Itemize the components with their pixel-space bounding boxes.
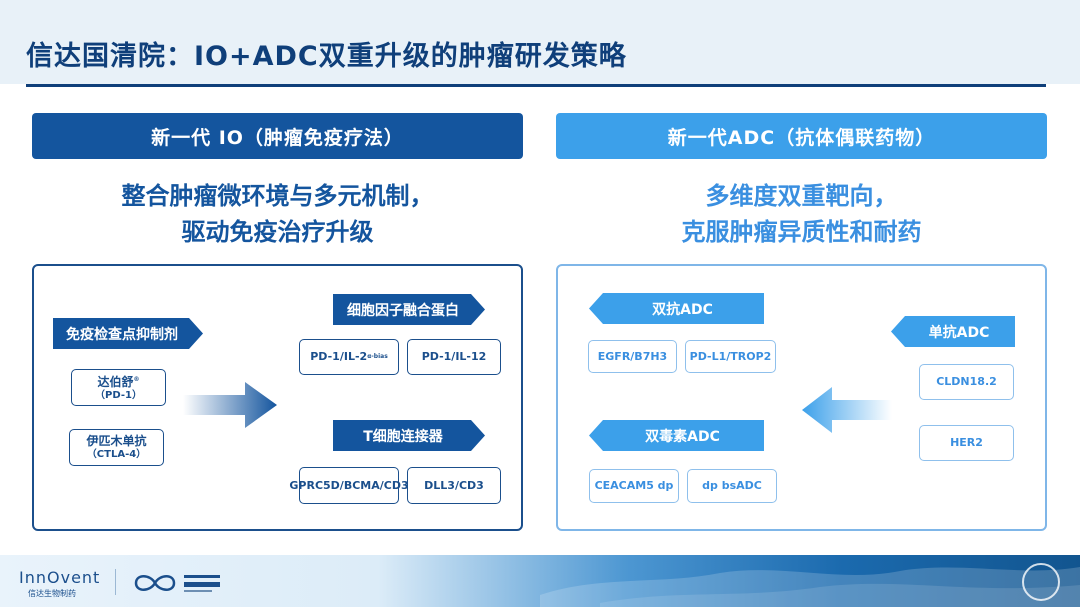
adc-subtitle-line2: 克服肿瘤异质性和耐药	[681, 218, 922, 246]
cytokine-fusion-tag: 细胞因子融合蛋白	[333, 294, 485, 325]
dual-payload-item-bsadc: dp bsADC	[687, 469, 777, 503]
drug2-name: 伊匹木单抗	[86, 433, 147, 448]
t-cell-engager-tag: T细胞连接器	[333, 420, 485, 451]
io-panel	[32, 264, 523, 531]
mono-item-cldn18: CLDN18.2	[919, 364, 1014, 400]
engager-item-gprc5d: GPRC5D/BCMA/CD3	[289, 467, 409, 504]
drug1-target: （PD-1）	[95, 389, 142, 401]
drug-card-ipilimumab: 伊匹木单抗 （CTLA-4）	[69, 429, 164, 466]
dual-payload-item-ceacam5: CEACAM5 dp	[589, 469, 679, 503]
seal-emblem	[1022, 563, 1060, 601]
drug-card-tislelizumab: 达伯舒® （PD-1）	[71, 369, 166, 406]
page-title: 信达国清院：IO+ADC双重升级的肿瘤研发策略	[26, 41, 627, 72]
adc-subtitle-line1: 多维度双重靶向，	[705, 182, 898, 210]
io-subtitle-line1: 整合肿瘤微环境与多元机制，	[121, 182, 434, 210]
adc-panel	[556, 264, 1047, 531]
title-bar	[0, 0, 1080, 84]
bispecific-item-pdl1-trop2: PD-L1/TROP2	[685, 340, 776, 373]
right-arrow-icon	[183, 382, 277, 428]
footer-divider	[115, 569, 116, 595]
adc-column-header: 新一代ADC（抗体偶联药物）	[556, 113, 1047, 159]
company-brand-sub: 信达生物制药	[28, 589, 76, 598]
mono-adc-tag: 单抗ADC	[891, 316, 1015, 347]
io-subtitle-line2: 驱动免疫治疗升级	[181, 218, 374, 246]
engager-item-dll3: DLL3/CD3	[407, 467, 501, 504]
wave-decoration	[540, 567, 1080, 607]
registered-mark: ®	[133, 375, 140, 383]
drug1-name-row: 达伯舒®	[97, 373, 139, 389]
fusion-item-pd1-il12: PD-1/IL-12	[407, 339, 501, 375]
mono-item-her2: HER2	[919, 425, 1014, 461]
drug2-target: （CTLA-4）	[86, 448, 147, 460]
drug1-name: 达伯舒	[97, 374, 134, 389]
checkpoint-inhibitor-tag: 免疫检查点抑制剂	[53, 318, 203, 349]
bispecific-item-egfr-b7h3: EGFR/B7H3	[588, 340, 677, 373]
adc-subtitle: 多维度双重靶向， 克服肿瘤异质性和耐药	[556, 178, 1047, 250]
infinity-logo-icon	[134, 575, 176, 591]
dual-payload-adc-tag: 双毒素ADC	[589, 420, 764, 451]
io-subtitle: 整合肿瘤微环境与多元机制， 驱动免疫治疗升级	[32, 178, 523, 250]
io-column-header: 新一代 IO（肿瘤免疫疗法）	[32, 113, 523, 159]
left-arrow-icon	[802, 387, 892, 433]
fusion-item1-sup: α-bias	[367, 353, 388, 360]
title-divider	[26, 84, 1046, 87]
footer-banner	[0, 555, 1080, 607]
fusion-item1-label: PD-1/IL-2	[310, 350, 368, 363]
bispecific-adc-tag: 双抗ADC	[589, 293, 764, 324]
company-brand: InnOvent	[19, 568, 101, 587]
oncology-channel-logo	[184, 575, 220, 592]
